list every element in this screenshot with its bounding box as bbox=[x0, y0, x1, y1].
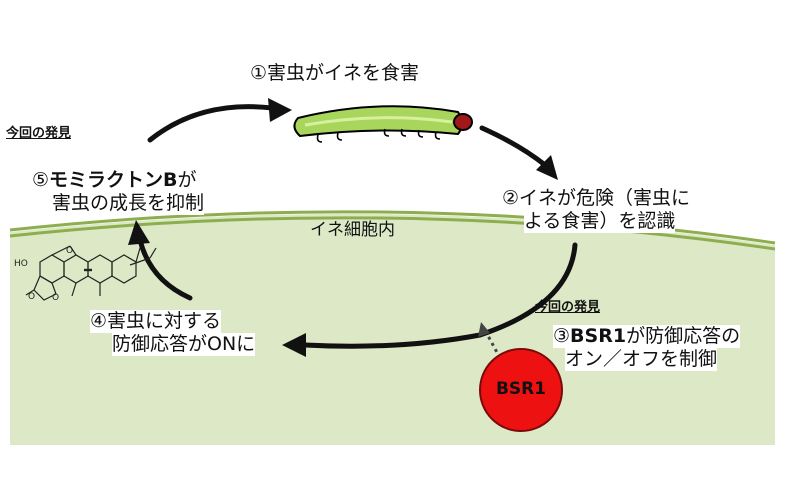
caterpillar-icon bbox=[293, 105, 473, 143]
arrow-step5-to-step1 bbox=[147, 104, 275, 143]
bsr1-circle bbox=[479, 348, 563, 432]
step3-bold: BSR1 bbox=[570, 325, 627, 347]
arrowhead-4 bbox=[128, 220, 150, 245]
arrowhead-3 bbox=[282, 333, 306, 357]
rice-cell-area bbox=[10, 213, 775, 445]
arrow-step4-to-step5 bbox=[137, 237, 193, 301]
step2-label: ②イネが危険（害虫に よる食害）を認識 bbox=[502, 187, 691, 234]
step4-label: ④害虫に対する 防御応答がONに bbox=[90, 310, 256, 357]
step5-rest: が bbox=[177, 169, 197, 191]
arrow-heads bbox=[128, 98, 558, 357]
molecule-o-label-2: O bbox=[66, 246, 73, 256]
step3-label: ③BSR1が防御応答の オン／オフを制御 bbox=[553, 325, 741, 372]
molecule-o-label-1: O bbox=[28, 292, 35, 302]
step3-line2: オン／オフを制御 bbox=[565, 348, 718, 372]
rice-cell-wall-inner bbox=[9, 216, 776, 251]
arrowhead-1 bbox=[268, 98, 292, 122]
step4-line2: 防御応答がONに bbox=[112, 333, 256, 357]
arrow-step1-to-step2 bbox=[479, 125, 548, 168]
step2-line2: よる食害）を認識 bbox=[524, 210, 676, 234]
momilactone-b-structure bbox=[25, 245, 157, 301]
step2-line1: ②イネが危険（害虫に bbox=[502, 187, 691, 211]
step5-bold: モミラクトンB bbox=[49, 169, 178, 191]
step5-line2: 害虫の成長を抑制 bbox=[52, 192, 205, 216]
bsr1-dotted-arrow bbox=[484, 331, 502, 359]
step3-rest: が防御応答の bbox=[626, 325, 741, 347]
step5-line1: ⑤モミラクトンBが bbox=[32, 169, 197, 193]
molecule-ho-label: HO bbox=[14, 259, 28, 269]
step1-label: ①害虫がイネを食害 bbox=[250, 62, 420, 86]
step3-line1: ③BSR1が防御応答の bbox=[553, 325, 741, 349]
step4-line1: ④害虫に対する bbox=[90, 310, 222, 334]
step5-prefix: ⑤ bbox=[32, 169, 50, 191]
arrowhead-2 bbox=[536, 155, 558, 180]
molecule-o-label-3: O bbox=[52, 293, 59, 303]
discovery-note-right: 今回の発見 bbox=[535, 300, 601, 315]
bsr1-label: BSR1 bbox=[495, 379, 547, 399]
bsr1-dotted-arrowhead bbox=[478, 322, 490, 337]
step3-prefix: ③ bbox=[553, 325, 571, 347]
rice-cell-label: イネ細胞内 bbox=[310, 220, 395, 240]
discovery-note-left: 今回の発見 bbox=[6, 126, 72, 141]
step5-label: ⑤モミラクトンBが 害虫の成長を抑制 bbox=[32, 169, 205, 216]
